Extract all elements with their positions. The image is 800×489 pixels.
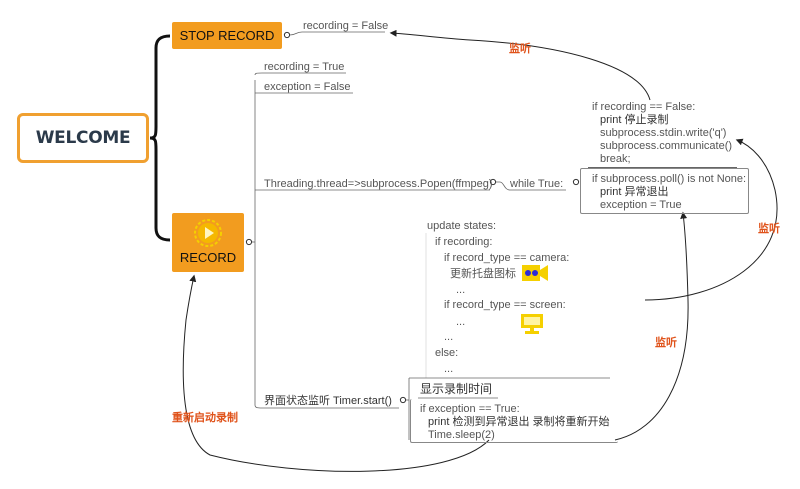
welcome-node[interactable]: WELCOME xyxy=(17,113,149,163)
update-line: ... xyxy=(456,284,466,296)
update-line: update states: xyxy=(427,220,497,232)
record-label: RECORD xyxy=(179,250,237,265)
poll-block-line: exception = True xyxy=(600,199,682,211)
recording-true-text: recording = True xyxy=(264,61,345,73)
recording-false-text: recording = False xyxy=(303,20,389,32)
while-true-text: while True: xyxy=(510,178,564,190)
update-line: else: xyxy=(435,347,459,359)
exception-false-text: exception = False xyxy=(264,81,351,93)
display-time-text: 显示录制时间 xyxy=(420,382,493,396)
restart-arrow xyxy=(182,274,490,472)
timer-block xyxy=(410,399,618,443)
camera-icon xyxy=(522,265,548,281)
thread-connector xyxy=(489,178,497,186)
stop-block-line: break; xyxy=(600,153,631,165)
update-line: if recording: xyxy=(435,236,493,248)
restart-annotation: 重新启动录制 xyxy=(172,412,238,424)
listen-annotation-top: 监听 xyxy=(509,43,531,55)
update-line: ... xyxy=(444,331,454,343)
update-line: ... xyxy=(444,363,454,375)
stop-block-line: print 停止录制 xyxy=(600,114,669,126)
stop-block-line: subprocess.stdin.write('q') xyxy=(600,127,727,139)
record-connector xyxy=(245,238,253,246)
timer-block-line: print 检测到异常退出 录制将重新开始 xyxy=(428,416,610,428)
listen-arrow-top xyxy=(389,29,651,101)
update-line: if record_type == camera: xyxy=(444,252,570,264)
poll-block-line: if subprocess.poll() is not None: xyxy=(592,173,747,185)
poll-block-divider xyxy=(588,167,737,168)
record-node[interactable]: RECORD xyxy=(172,213,244,272)
update-line: if record_type == screen: xyxy=(444,299,566,311)
timer-block-line: Time.sleep(2) xyxy=(428,429,495,441)
play-icon xyxy=(194,219,222,247)
stop-block-line: subprocess.communicate() xyxy=(600,140,733,152)
monitor-icon xyxy=(521,314,543,334)
stop-record-node[interactable]: STOP RECORD xyxy=(172,22,282,49)
thread-text: Threading.thread=>subprocess.Popen(ffmpe… xyxy=(264,178,493,190)
listen-annotation-mid: 监听 xyxy=(655,337,677,349)
timer-connector xyxy=(399,396,407,404)
stop-record-connector xyxy=(283,31,291,39)
update-line: ... xyxy=(456,316,466,328)
stop-block-line: if recording == False: xyxy=(592,101,696,113)
timer-block-line: if exception == True: xyxy=(420,403,520,415)
update-line: 更新托盘图标 xyxy=(450,268,516,280)
listen-annotation-right: 监听 xyxy=(758,223,780,235)
welcome-bracket xyxy=(149,34,171,140)
timer-text: 界面状态监听 Timer.start() xyxy=(264,395,392,407)
while-connector xyxy=(572,178,580,186)
listen-arrow-right xyxy=(644,138,778,301)
poll-block-line: print 异常退出 xyxy=(600,186,669,198)
listen-arrow-mid xyxy=(614,211,689,441)
poll-block xyxy=(580,168,749,214)
